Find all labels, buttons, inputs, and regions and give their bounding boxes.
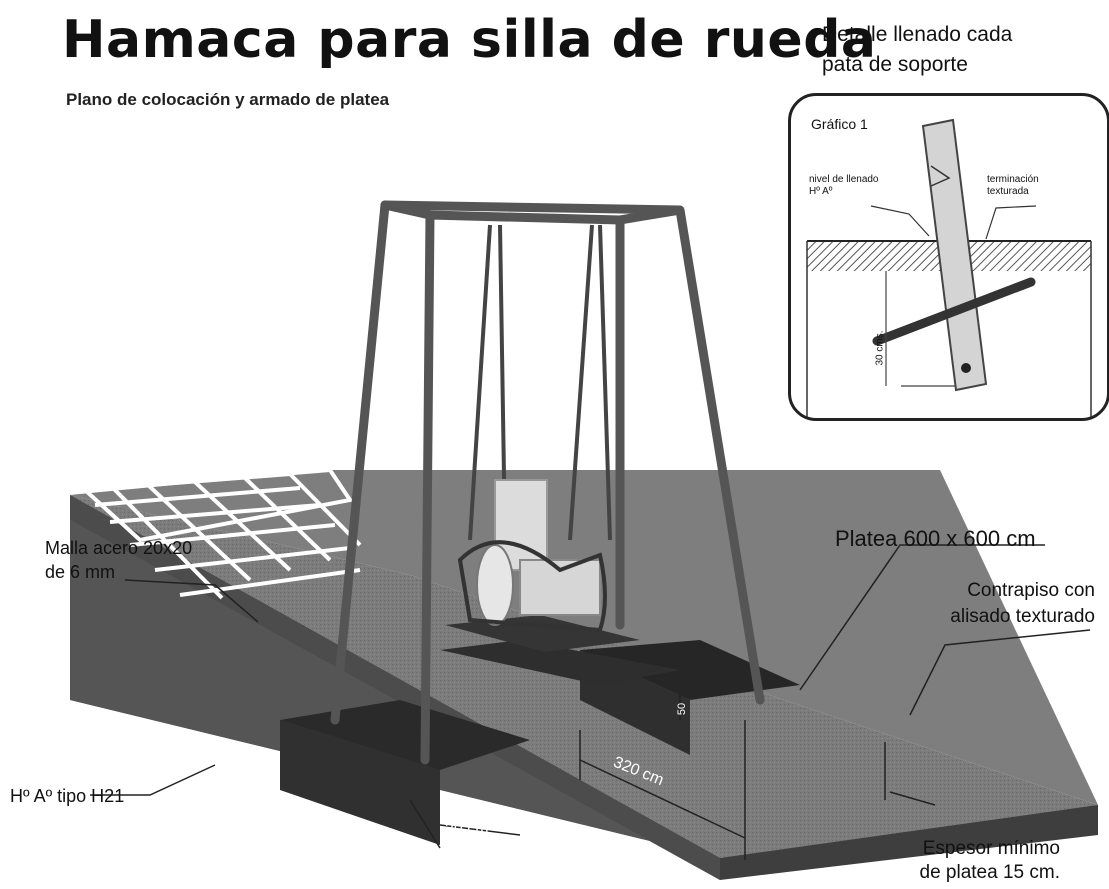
footing-left-top [280, 700, 530, 770]
finish-label: terminación texturada [987, 174, 1039, 198]
platea-label: Platea 600 x 600 cm [835, 526, 1036, 551]
leader-lines [90, 544, 1091, 860]
hormigon-label: Hº Aº tipo H21 [10, 786, 125, 806]
fill-level-label: nivel de llenado Hº Aº [809, 174, 879, 198]
malla-line2: de 6 mm [45, 562, 116, 582]
page-title: Hamaca para silla de rueda [62, 10, 877, 70]
malla-label: Malla acero 20x20 de 6 mm [45, 536, 192, 584]
espesor-line1: Espesor mínimo [922, 838, 1060, 859]
contrapiso-line2: alisado texturado [950, 606, 1095, 627]
slab-front-left [70, 495, 720, 880]
detail-inset: Gráfico 1 nivel de llenado Hº Aº termina… [788, 93, 1109, 421]
dim-30-label: 30 cm [445, 821, 489, 838]
finish-line2: texturada [987, 186, 1029, 197]
swing-frame [330, 200, 765, 765]
espesor-label: Espesor mínimo de platea 15 cm. [900, 837, 1060, 885]
center-slab [440, 640, 680, 685]
espesor-line2: de platea 15 cm. [919, 862, 1060, 883]
contrapiso-line1: Contrapiso con [967, 580, 1095, 601]
detail-title: Detalle llenado cada pata de soporte [822, 20, 1012, 80]
page-subtitle: Plano de colocación y armado de platea [66, 90, 390, 109]
fill-level-line1: nivel de llenado [809, 174, 879, 185]
slab-front-left-face [70, 495, 720, 880]
swing-ropes [468, 224, 612, 541]
malla-line1: Malla acero 20x20 [45, 538, 193, 558]
steel-mesh [80, 467, 362, 600]
dim-50-label: 50 [676, 702, 689, 716]
footing-left [280, 720, 440, 845]
slab-top-back [70, 470, 1098, 805]
depth-label: 30 cms. [874, 330, 886, 366]
footing-right-top [580, 640, 800, 700]
slab-front-right [720, 805, 1098, 880]
wheelchair [457, 479, 607, 633]
detail-title-line1: Detalle llenado cada [822, 23, 1013, 46]
graph-label: Gráfico 1 [811, 116, 868, 132]
finish-line1: terminación [987, 174, 1039, 185]
detail-graphic [806, 118, 1092, 418]
contrapiso-label: Contrapiso con alisado texturado [895, 578, 1095, 630]
detail-title-line2: pata de soporte [822, 53, 968, 76]
fill-level-line2: Hº Aº [809, 186, 833, 197]
